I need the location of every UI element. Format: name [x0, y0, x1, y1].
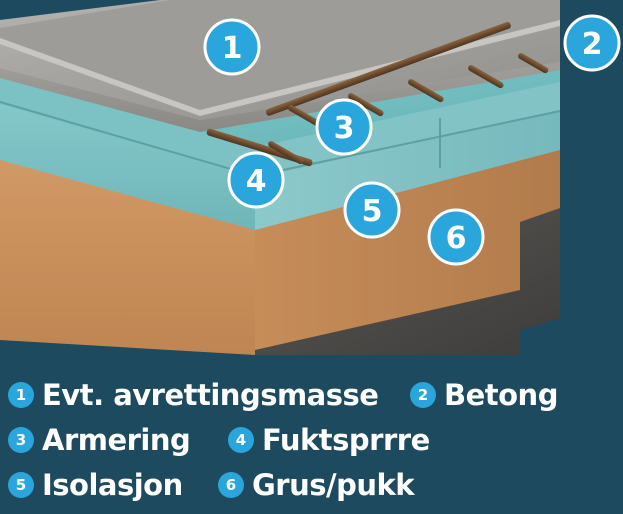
rebar-bar [348, 93, 384, 117]
rebar-bar [518, 53, 549, 74]
insulation-upper-front [0, 68, 255, 178]
legend-badge: 1 [8, 382, 34, 408]
legend-item-4: 4 Fuktsprrre [228, 423, 430, 457]
marker-number: 4 [246, 164, 267, 199]
legend-item-5: 5 Isolasjon [8, 468, 183, 502]
marker-3: 3 [315, 98, 373, 156]
marker-4: 4 [227, 151, 285, 209]
legend-label: Fuktsprrre [262, 423, 430, 457]
insulation-upper-side [255, 80, 560, 178]
legend-item-1: 1 Evt. avrettingsmasse [8, 378, 379, 412]
legend-label: Evt. avrettingsmasse [42, 378, 379, 412]
legend-label: Grus/pukk [252, 468, 415, 502]
rebar-bar [408, 79, 444, 103]
marker-5: 5 [343, 181, 401, 239]
marker-number: 5 [362, 194, 383, 229]
levelling-compound-edge [0, 20, 560, 116]
legend-label: Isolasjon [42, 468, 183, 502]
legend-badge: 3 [8, 427, 34, 453]
marker-1: 1 [203, 18, 261, 76]
marker-6: 6 [427, 208, 485, 266]
legend-label: Betong [444, 378, 558, 412]
rebar-bar [268, 141, 304, 165]
legend: 1 Evt. avrettingsmasse 2 Betong 3 Armeri… [0, 370, 623, 514]
marker-number: 2 [582, 27, 603, 62]
insulation-lower-front [0, 100, 255, 230]
rebar-bar [468, 65, 504, 89]
legend-badge: 6 [218, 472, 244, 498]
concrete-slab-edge [0, 62, 560, 132]
marker-number: 1 [222, 31, 243, 66]
legend-badge: 4 [228, 427, 254, 453]
marker-number: 6 [446, 221, 467, 256]
marker-2: 2 [563, 14, 621, 72]
rebar-bar [288, 105, 324, 129]
rebar-bar [206, 128, 313, 167]
legend-item-3: 3 Armering [8, 423, 191, 457]
levelling-compound-layer [0, 0, 560, 110]
legend-badge: 5 [8, 472, 34, 498]
legend-item-6: 6 Grus/pukk [218, 468, 415, 502]
insulation-lower-side [255, 110, 560, 230]
legend-item-2: 2 Betong [410, 378, 558, 412]
legend-label: Armering [42, 423, 191, 457]
legend-badge: 2 [410, 382, 436, 408]
marker-number: 3 [334, 111, 355, 146]
rebar-group [206, 21, 549, 167]
rebar-bar [265, 21, 511, 116]
insulation-seam-3 [0, 101, 256, 177]
